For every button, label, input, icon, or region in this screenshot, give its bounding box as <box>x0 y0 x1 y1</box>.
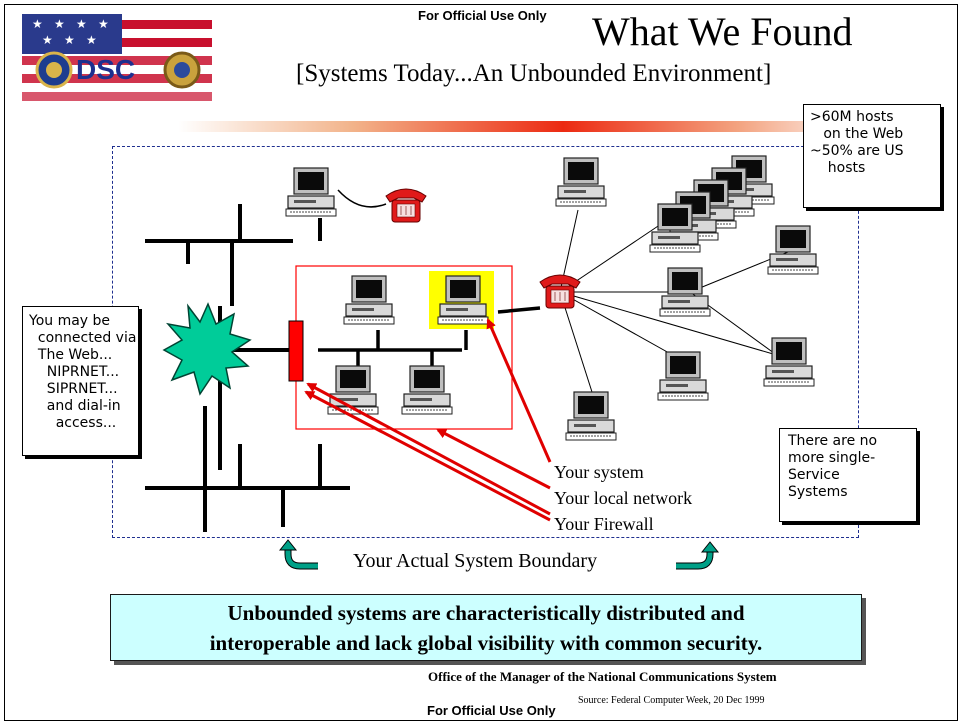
your-system-computer-icon <box>437 275 489 325</box>
classification-top: For Official Use Only <box>418 8 547 23</box>
hosts-note: >60M hosts on the Web ~50% are US hosts <box>803 104 941 208</box>
remote-computer-icon <box>659 267 711 317</box>
svg-text:★: ★ <box>76 17 87 31</box>
modem-phone-icon <box>539 274 581 309</box>
svg-text:★: ★ <box>54 17 65 31</box>
source-citation: Source: Federal Computer Week, 20 Dec 19… <box>578 695 765 706</box>
remote-computer-icon <box>767 225 819 275</box>
remote-computer-icon <box>555 157 607 207</box>
your-system-label: Your system <box>554 462 644 482</box>
firewall-icon <box>288 320 304 382</box>
svg-text:★: ★ <box>86 33 97 47</box>
boundary-arrow-right-icon <box>676 541 720 570</box>
slide-frame <box>4 4 958 721</box>
pointer-arrows <box>304 318 552 522</box>
office-credit: Office of the Manager of the National Co… <box>428 669 777 684</box>
boundary-arrow-left-icon <box>278 539 318 570</box>
svg-text:★: ★ <box>32 17 43 31</box>
remote-computer-icon <box>649 203 701 253</box>
svg-text:★: ★ <box>42 33 53 47</box>
dsc-logo: ★ ★ ★ ★ ★ ★ ★ DSC <box>22 14 212 106</box>
your-local-network-label: Your local network <box>554 488 693 508</box>
dial-in-phone-icon <box>385 188 427 223</box>
single-service-note: There are no more single- Service System… <box>779 428 917 522</box>
local-computer-icon <box>343 275 395 325</box>
svg-text:★: ★ <box>98 17 109 31</box>
internet-starburst-icon <box>162 302 252 396</box>
remote-computer-icon <box>565 391 617 441</box>
svg-text:★: ★ <box>64 33 75 47</box>
callout-line-2: interoperable and lack global visibility… <box>209 630 763 655</box>
page-title: What We Found <box>592 9 853 54</box>
flag-seal-logo: ★ ★ ★ ★ ★ ★ ★ <box>22 14 212 106</box>
your-firewall-label: Your Firewall <box>554 514 654 534</box>
connection-note: You may be connected via The Web... NIPR… <box>22 306 139 456</box>
summary-callout: Unbounded systems are characteristically… <box>110 594 862 661</box>
decorative-gradient-bar <box>178 121 878 132</box>
remote-computer-icon <box>657 351 709 401</box>
page-subtitle: [Systems Today...An Unbounded Environmen… <box>296 60 772 87</box>
remote-computer-icon <box>285 167 337 217</box>
local-computer-icon <box>401 365 453 415</box>
remote-computer-icon <box>763 337 815 387</box>
callout-line-1: Unbounded systems are characteristically… <box>227 600 745 625</box>
boundary-label: Your Actual System Boundary <box>353 550 598 572</box>
classification-bottom: For Official Use Only <box>427 703 556 718</box>
logo-text: DSC <box>76 54 136 85</box>
backbone-network <box>145 204 350 532</box>
local-network-bus <box>318 306 541 366</box>
